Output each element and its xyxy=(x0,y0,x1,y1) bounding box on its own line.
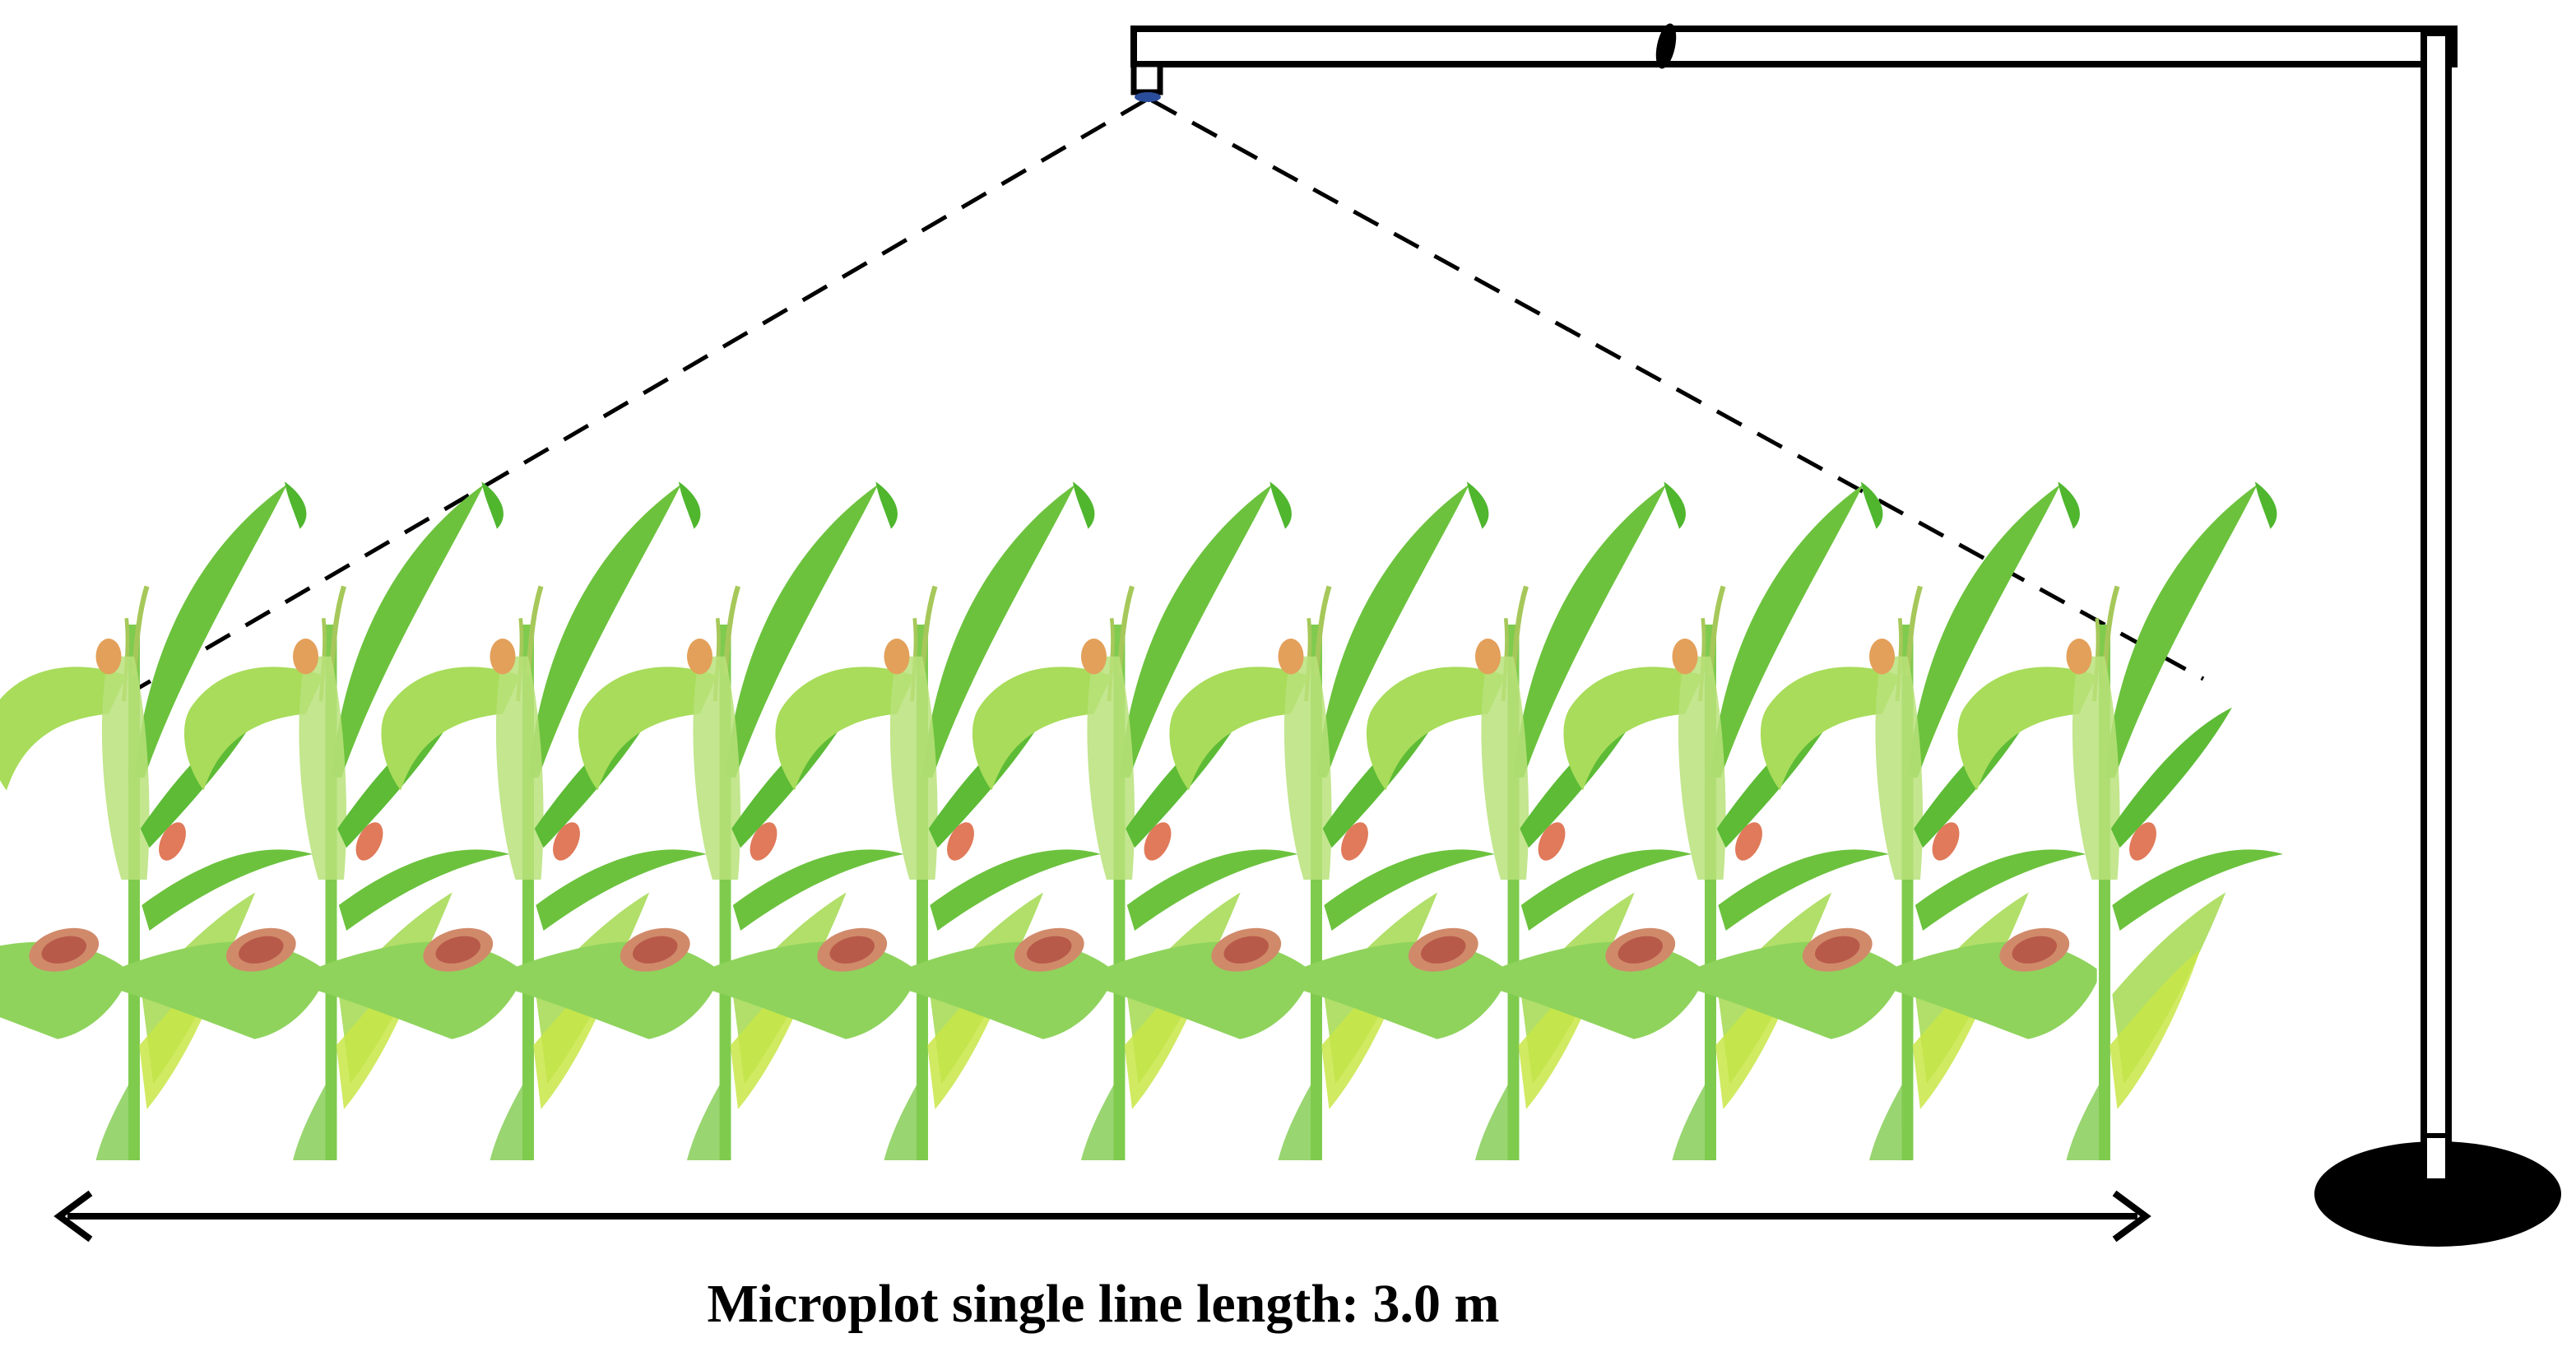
maize-plant-icon xyxy=(0,481,313,1160)
camera-stand-icon xyxy=(1130,23,2561,1247)
microplot-length-caption: Microplot single line length: 3.0 m xyxy=(707,1274,1499,1334)
field-of-view-left-line xyxy=(134,98,1147,692)
boom-joint-icon xyxy=(1655,23,1677,69)
camera-icon xyxy=(1130,61,1163,102)
field-of-view-right-line xyxy=(1150,98,2205,681)
maize-plant-row xyxy=(0,481,2283,1160)
stand-base-icon xyxy=(2314,1141,2561,1247)
length-arrow xyxy=(53,1190,2151,1243)
